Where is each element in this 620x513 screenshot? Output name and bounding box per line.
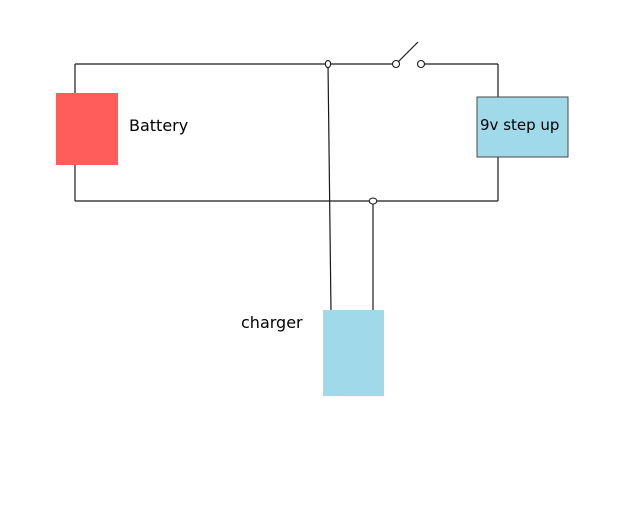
switch-lever [395,41,419,65]
junction-bottom [368,197,378,205]
charger-wire-left [327,63,332,313]
battery-block [56,93,118,165]
switch-contact-right [416,59,426,69]
switch [391,41,426,69]
step-up-label: 9v step up [480,116,559,134]
charger-label: charger [241,313,303,332]
switch-contact-left [391,59,401,69]
charger-block [323,310,384,396]
junction-top [324,59,332,69]
battery-label: Battery [129,116,188,135]
step-up-block [476,96,569,158]
